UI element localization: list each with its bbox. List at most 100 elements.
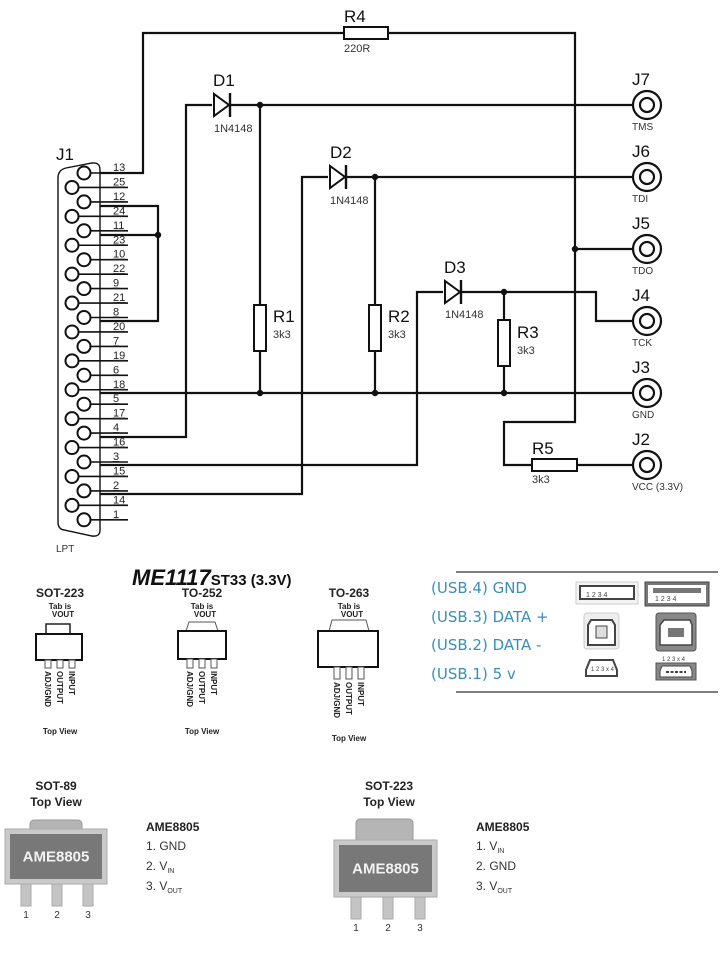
- r1-value: 3k3: [273, 329, 291, 341]
- j1-pin-contact: [76, 454, 92, 470]
- ame-pin: [82, 883, 94, 907]
- junction-dot: [500, 389, 508, 397]
- ame-pin-number: 2: [54, 910, 60, 921]
- jack-signal: TDO: [632, 266, 653, 277]
- svg-text:1 2 3 x 4: 1 2 3 x 4: [662, 657, 686, 663]
- ame-view-label: Top View: [30, 795, 82, 809]
- r4-ref: R4: [344, 7, 366, 26]
- jack-ring-inner: [638, 96, 656, 114]
- jack-ring-inner: [638, 168, 656, 186]
- j1-pin-contact: [76, 252, 92, 268]
- package-body: [317, 630, 379, 668]
- package-pin-label: ADJ/GND: [332, 682, 341, 718]
- r4-body: [343, 26, 389, 40]
- package-pin: [56, 659, 64, 669]
- usb-pin-1: (USB.1) 5 v: [431, 665, 516, 683]
- package-pin-label: OUTPUT: [55, 671, 64, 704]
- package-pin-label: ADJ/GND: [43, 671, 52, 707]
- wire-pin3-d3: [100, 290, 443, 467]
- j1-pin-number: 19: [113, 350, 125, 362]
- d1-part: 1N4148: [214, 123, 253, 135]
- wire-r5-loop: [502, 393, 577, 467]
- ame-pin: [414, 896, 426, 920]
- j1-pin: 24: [64, 205, 128, 224]
- j1-pin-number: 23: [113, 234, 125, 246]
- jack-ref: J5: [632, 214, 650, 233]
- jack-ref: J3: [632, 358, 650, 377]
- ame-pin-number: 2: [385, 923, 391, 934]
- j1-pin-number: 21: [113, 292, 125, 304]
- j1-pin-number: 11: [113, 220, 124, 232]
- package-view-label: Top View: [332, 734, 367, 743]
- j1-pin-contact: [64, 237, 80, 253]
- ame-pin: [20, 883, 32, 907]
- svg-text:1 2 3 4: 1 2 3 4: [655, 596, 677, 603]
- j1-pin-contact: [76, 281, 92, 297]
- j1-pin: 20: [64, 321, 128, 340]
- tab-note-vout: VOUT: [52, 610, 74, 619]
- package-pin: [210, 658, 218, 669]
- r2-ref: R2: [388, 307, 410, 326]
- r2-body: [368, 304, 382, 352]
- package-pin: [198, 658, 206, 669]
- d3-part: 1N4148: [445, 309, 484, 321]
- j1-pin-contact: [76, 367, 92, 383]
- j1-pin: 5: [76, 393, 128, 412]
- jack-ring-inner: [638, 312, 656, 330]
- ame-pin: [350, 896, 362, 920]
- jack-ref: J2: [632, 430, 650, 449]
- r4-value: 220R: [344, 43, 370, 55]
- j1-pin-number: 1: [113, 509, 119, 521]
- j1-pin: 21: [64, 292, 128, 311]
- wire-pin4-d1: [100, 103, 212, 439]
- me1117-title: ME1117ST33 (3.3V): [132, 565, 292, 590]
- package-pin: [357, 666, 365, 680]
- j1-pin-number: 5: [113, 393, 119, 405]
- j1-pin-number: 8: [113, 307, 119, 319]
- tab-note: Tab is: [191, 602, 214, 611]
- r5-ref: R5: [532, 439, 554, 458]
- j1-pin-number: 16: [113, 437, 125, 449]
- j1-shell-outline: [57, 162, 101, 537]
- package-view-label: Top View: [43, 727, 78, 736]
- j1-pin-contact: [64, 497, 80, 513]
- j1-pin: 2: [76, 480, 128, 499]
- j1-pin: 6: [76, 364, 128, 383]
- package-tab: [185, 621, 219, 632]
- jack-signal: VCC (3.3V): [632, 482, 683, 493]
- junctions: [154, 101, 579, 397]
- j1-pin-number: 18: [113, 379, 125, 391]
- junction-dot: [256, 101, 264, 109]
- j1-pin-number: 6: [113, 364, 119, 376]
- wire-d3-tck: [461, 290, 640, 323]
- j1-pin-contact: [76, 396, 92, 412]
- diode-d2: D2 1N4148: [329, 143, 369, 207]
- j1-pin-contact: [76, 483, 92, 499]
- d1-symbol: [213, 92, 231, 118]
- resistor-r1: R1 3k3: [253, 304, 295, 352]
- j1-pin: 8: [76, 307, 128, 325]
- ame-pinout-item: 2. GND: [476, 859, 516, 873]
- package-view-label: Top View: [185, 727, 220, 736]
- usb-mini-plug-icon: 1 2 3 x 4: [655, 657, 697, 681]
- tab-note: Tab is: [338, 602, 361, 611]
- resistor-r4: R4 220R: [343, 7, 389, 55]
- ame-pin: [51, 883, 63, 907]
- j1-pin-number: 2: [113, 480, 119, 492]
- j1-pin-contact: [76, 194, 92, 210]
- package-name: TO-252: [182, 586, 223, 600]
- j1-pin-number: 7: [113, 335, 119, 347]
- j1-pin-number: 15: [113, 465, 125, 477]
- usb-pinout-section: (USB.4) GND (USB.3) DATA + (USB.2) DATA …: [431, 571, 718, 693]
- j1-pin: 19: [64, 350, 128, 369]
- jack-ref: J7: [632, 70, 650, 89]
- j1-pin-contact: [76, 310, 92, 325]
- j1-pin-contact: [76, 165, 92, 181]
- j1-pin: 9: [76, 278, 128, 297]
- ame-pin-number: 3: [85, 910, 91, 921]
- ame-body: [10, 834, 102, 879]
